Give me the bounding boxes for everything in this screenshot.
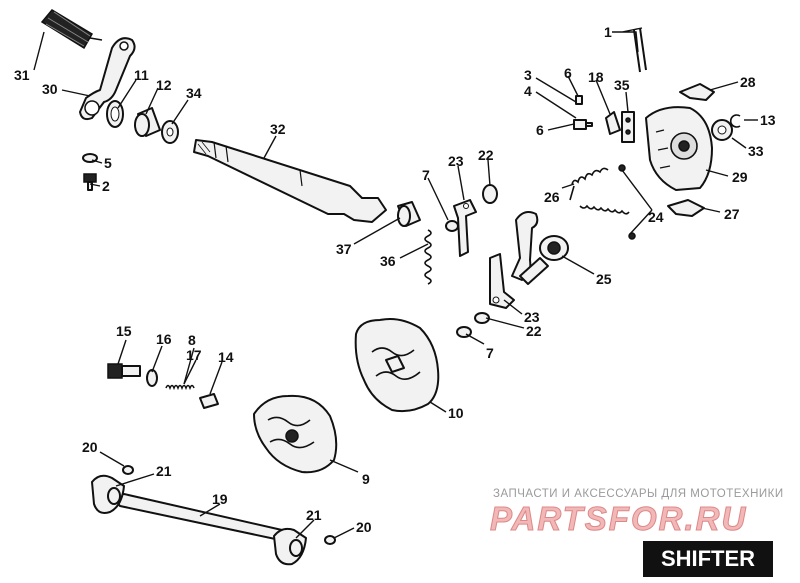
pawl-upper	[453, 199, 477, 257]
pawl-spring-upper	[569, 167, 609, 201]
callout-10: 10	[448, 405, 464, 421]
fork-clip	[122, 465, 336, 545]
detent-spring	[165, 384, 195, 391]
lever-bolt	[83, 173, 97, 191]
pawl-washer-lower	[474, 312, 490, 324]
callout-23-upper: 23	[448, 153, 464, 169]
callout-14: 14	[218, 349, 234, 365]
shift-lever-arm	[79, 37, 136, 121]
callout-22-upper: 22	[478, 147, 494, 163]
fork-shaft	[111, 493, 283, 541]
callout-34: 34	[186, 85, 202, 101]
callout-8: 8	[188, 332, 196, 348]
callout-20-right: 20	[356, 519, 372, 535]
pawl-spring-lower	[579, 204, 630, 215]
callout-labels: 1 2 3 4 5 6 6 7 7 8 9 10 11 12 13 14 15 …	[14, 24, 776, 535]
retaining-ring	[445, 220, 459, 232]
shift-fork-left	[91, 474, 125, 514]
callout-7-lower: 7	[486, 345, 494, 361]
shaft-bushing	[397, 201, 421, 227]
callout-7-upper: 7	[422, 167, 430, 183]
callout-37: 37	[336, 241, 352, 257]
callout-20-left: 20	[82, 439, 98, 455]
callout-30: 30	[42, 81, 58, 97]
callout-25: 25	[596, 271, 612, 287]
callout-31: 31	[14, 67, 30, 83]
callout-33: 33	[748, 143, 764, 159]
callout-15: 15	[116, 323, 132, 339]
callout-24: 24	[648, 209, 664, 225]
callout-26: 26	[544, 189, 560, 205]
housing-washer	[711, 119, 733, 141]
shift-lever-rubber	[40, 9, 103, 50]
callout-21-left: 21	[156, 463, 172, 479]
callout-3: 3	[524, 67, 532, 83]
callout-27: 27	[724, 206, 740, 222]
shifter-shaft	[193, 139, 387, 223]
callout-5: 5	[104, 155, 112, 171]
watermark-tagline: ЗАПЧАСТИ И АКСЕССУАРЫ ДЛЯ МОТОТЕХНИКИ	[493, 488, 784, 500]
detent-bolt	[107, 363, 141, 379]
diagram-title: SHIFTER	[643, 541, 773, 577]
callout-35: 35	[614, 77, 630, 93]
shifter-housing	[645, 106, 713, 191]
callout-6-top: 6	[564, 65, 572, 81]
callout-21-right: 21	[306, 507, 322, 523]
shift-cam-rear	[253, 394, 338, 474]
callout-6-mid: 6	[536, 122, 544, 138]
leader-lines	[33, 27, 758, 539]
callout-36: 36	[380, 253, 396, 269]
callout-29: 29	[732, 169, 748, 185]
dowel	[575, 95, 583, 105]
callout-1: 1	[604, 24, 612, 40]
callout-2: 2	[102, 178, 110, 194]
callout-22-lower: 22	[526, 323, 542, 339]
callout-18: 18	[588, 69, 604, 85]
shift-fork-right	[273, 527, 307, 566]
callout-4: 4	[524, 83, 532, 99]
callout-28: 28	[740, 74, 756, 90]
callout-16: 16	[156, 331, 172, 347]
detent-washer	[146, 369, 158, 387]
callout-23-lower: 23	[524, 309, 540, 325]
callout-12: 12	[156, 77, 172, 93]
detent-plunger	[199, 393, 219, 409]
callout-17: 17	[186, 347, 202, 363]
pin-pair	[633, 27, 647, 73]
thrust-washer	[161, 120, 179, 144]
callout-13: 13	[760, 112, 776, 128]
screw	[573, 119, 593, 130]
watermark-brand-logo: PARTSFOR.RU	[489, 500, 748, 538]
callout-19: 19	[212, 491, 228, 507]
slotted-plate	[621, 111, 635, 143]
pawl-lower	[489, 253, 515, 309]
callout-9: 9	[362, 471, 370, 487]
lower-bracket	[667, 199, 705, 217]
bracket	[679, 83, 715, 101]
shift-cam-front	[354, 318, 440, 413]
callout-11: 11	[134, 67, 149, 83]
pawl-washer-upper	[482, 184, 498, 204]
c-clip	[729, 114, 741, 128]
return-spring	[424, 229, 432, 285]
callout-32: 32	[270, 121, 286, 137]
pawl-carrier	[519, 235, 569, 285]
detent-plate	[605, 111, 621, 135]
